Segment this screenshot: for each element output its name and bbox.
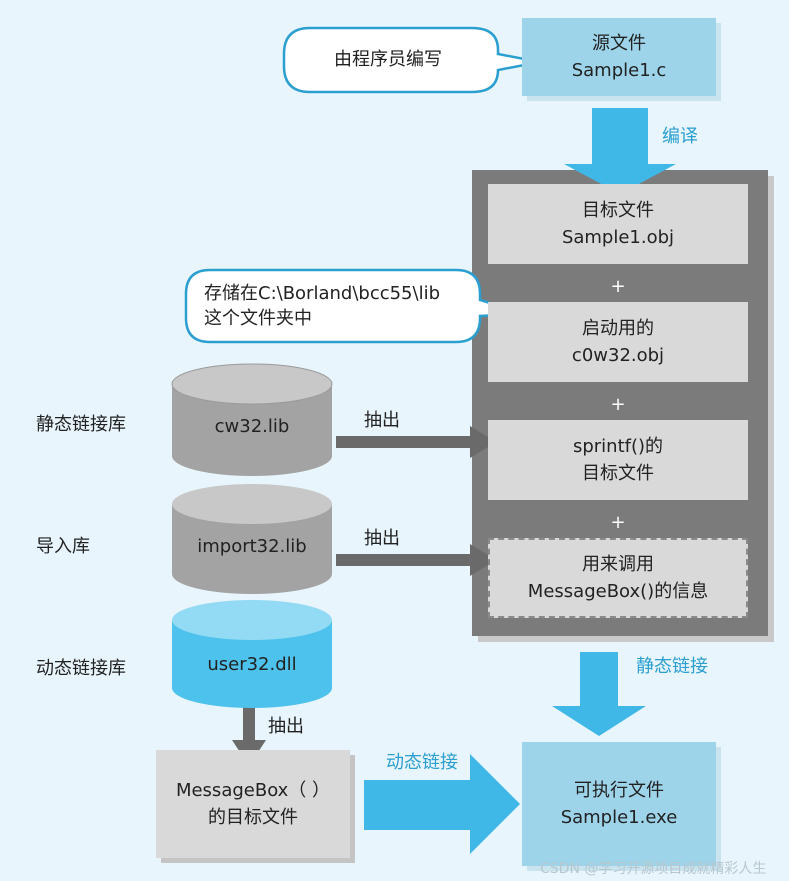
executable-box: 可执行文件 Sample1.exe bbox=[522, 742, 716, 866]
object-file-name: Sample1.obj bbox=[561, 227, 675, 248]
startup-obj-box: 启动用的 c0w32.obj bbox=[488, 302, 748, 382]
source-file-name: Sample1.c bbox=[571, 60, 667, 81]
compile-label: 编译 bbox=[662, 126, 698, 147]
executable-title: 可执行文件 bbox=[574, 780, 664, 801]
cylinder-user32 bbox=[172, 600, 332, 708]
sprintf-obj-box: sprintf()的 目标文件 bbox=[488, 420, 748, 500]
dynamic-link-label: 动态链接 bbox=[386, 752, 458, 773]
import-lib-file: import32.lib bbox=[197, 536, 307, 557]
static-lib-label: 静态链接库 bbox=[36, 414, 126, 435]
callout-storage-line1: 存储在C:\Borland\bcc55\lib bbox=[204, 283, 441, 304]
object-file-title: 目标文件 bbox=[582, 200, 654, 221]
speech-bubble-storage bbox=[184, 268, 527, 344]
messagebox-obj-name: 的目标文件 bbox=[208, 807, 298, 828]
dynamic-lib-label: 动态链接库 bbox=[36, 658, 126, 679]
plus-sign-1: + bbox=[610, 276, 626, 297]
callout-storage-text: 存储在C:\Borland\bcc55\lib 这个文件夹中 bbox=[204, 281, 440, 331]
import-lib-label: 导入库 bbox=[36, 536, 90, 557]
extract-label-import: 抽出 bbox=[364, 528, 400, 549]
static-link-arrow bbox=[552, 652, 646, 736]
plus-sign-2: + bbox=[610, 394, 626, 415]
source-file-box: 源文件 Sample1.c bbox=[522, 18, 716, 96]
speech-bubble-programmer bbox=[282, 26, 541, 94]
source-file-title: 源文件 bbox=[592, 33, 646, 54]
object-file-box: 目标文件 Sample1.obj bbox=[488, 184, 748, 264]
dynamic-link-arrow bbox=[364, 754, 520, 854]
messagebox-info-name: MessageBox()的信息 bbox=[527, 581, 709, 602]
executable-name: Sample1.exe bbox=[560, 807, 678, 828]
startup-obj-name: c0w32.obj bbox=[571, 345, 665, 366]
sprintf-obj-name: 目标文件 bbox=[582, 463, 654, 484]
sprintf-obj-title: sprintf()的 bbox=[572, 436, 664, 457]
watermark: CSDN @学习开源项目成就精彩人生 bbox=[540, 861, 767, 877]
callout-storage-line2: 这个文件夹中 bbox=[204, 308, 312, 329]
extract-label-dll: 抽出 bbox=[268, 716, 304, 737]
plus-sign-3: + bbox=[610, 512, 626, 533]
extract-arrow-static bbox=[336, 426, 496, 458]
callout-programmer-text: 由程序员编写 bbox=[334, 49, 442, 70]
messagebox-info-box: 用来调用 MessageBox()的信息 bbox=[488, 538, 748, 618]
messagebox-info-title: 用来调用 bbox=[582, 554, 654, 575]
messagebox-obj-title: MessageBox（ ） bbox=[175, 780, 331, 801]
cylinder-import32 bbox=[172, 484, 332, 594]
static-lib-file: cw32.lib bbox=[214, 416, 290, 437]
dynamic-lib-file: user32.dll bbox=[207, 654, 297, 675]
startup-obj-title: 启动用的 bbox=[582, 318, 654, 339]
messagebox-obj-box: MessageBox（ ） 的目标文件 bbox=[156, 750, 350, 858]
extract-arrow-import bbox=[336, 544, 496, 576]
compile-arrow bbox=[564, 108, 676, 194]
cylinder-cw32 bbox=[171, 363, 333, 476]
extract-label-static: 抽出 bbox=[364, 410, 400, 431]
static-link-label: 静态链接 bbox=[636, 656, 708, 677]
